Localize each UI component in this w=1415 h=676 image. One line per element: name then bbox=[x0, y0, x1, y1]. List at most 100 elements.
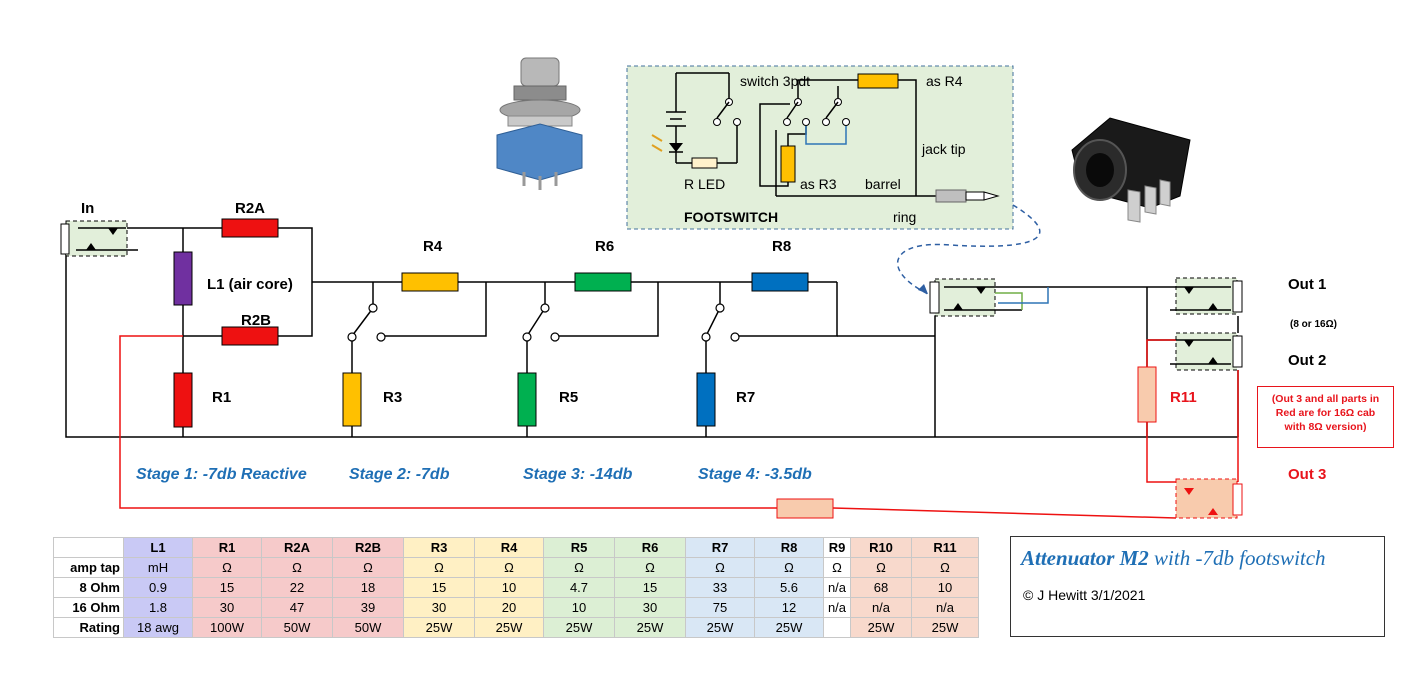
table-header-corner bbox=[53, 537, 124, 558]
table-header-cell: R4 bbox=[474, 537, 544, 558]
table-header-cell: R10 bbox=[850, 537, 912, 558]
stage-1-label: Stage 1: -7db Reactive bbox=[136, 466, 307, 483]
r-led-label: R LED bbox=[684, 176, 725, 192]
red-parts-note: (Out 3 and all parts in Red are for 16Ω … bbox=[1257, 386, 1394, 448]
stage-3-label: Stage 3: -14db bbox=[523, 466, 633, 483]
jack-tip-label: jack tip bbox=[921, 141, 966, 157]
r6-label: R6 bbox=[595, 238, 614, 255]
out2-label: Out 2 bbox=[1288, 352, 1326, 369]
as-r3-label: as R3 bbox=[800, 176, 837, 192]
table-cell: 10 bbox=[911, 577, 979, 598]
table-header-cell: R9 bbox=[823, 537, 851, 558]
schematic-wires bbox=[65, 227, 1239, 438]
table-cell: Ω bbox=[850, 557, 912, 578]
footswitch-panel bbox=[626, 65, 1014, 230]
table-cell: 75 bbox=[685, 597, 755, 618]
table-cell: n/a bbox=[823, 577, 851, 598]
stage-2-label: Stage 2: -7db bbox=[349, 466, 450, 483]
table-header-cell: R7 bbox=[685, 537, 755, 558]
ring-label: ring bbox=[893, 209, 916, 225]
out1-sub-label: (8 or 16Ω) bbox=[1290, 319, 1337, 330]
barrel-label: barrel bbox=[865, 176, 901, 192]
table-cell: 50W bbox=[332, 617, 404, 638]
switch-3pdt-label: switch 3pdt bbox=[740, 73, 810, 89]
r4-label: R4 bbox=[423, 238, 443, 255]
table-cell: 25W bbox=[911, 617, 979, 638]
table-cell: Ω bbox=[474, 557, 544, 578]
r10-resistor bbox=[776, 498, 834, 519]
out3-jack bbox=[1175, 478, 1243, 519]
table-cell: n/a bbox=[911, 597, 979, 618]
as-r3-resistor bbox=[780, 145, 796, 183]
table-cell: Ω bbox=[332, 557, 404, 578]
led-resistor bbox=[691, 157, 718, 169]
r7-label: R7 bbox=[736, 389, 755, 406]
table-cell: 12 bbox=[754, 597, 824, 618]
table-cell: Ω bbox=[261, 557, 333, 578]
stage-4-label: Stage 4: -3.5db bbox=[698, 466, 812, 483]
footswitch-title: FOOTSWITCH bbox=[684, 209, 778, 225]
credit: © J Hewitt 3/1/2021 bbox=[1023, 587, 1146, 603]
out1-label: Out 1 bbox=[1288, 276, 1326, 293]
table-cell: 4.7 bbox=[543, 577, 615, 598]
r6-resistor bbox=[574, 272, 632, 292]
in-label: In bbox=[81, 200, 94, 217]
table-row-label: amp tap bbox=[53, 557, 124, 578]
table-cell: 25W bbox=[754, 617, 824, 638]
table-cell: 18 awg bbox=[123, 617, 193, 638]
table-cell: Ω bbox=[192, 557, 262, 578]
table-cell: 30 bbox=[192, 597, 262, 618]
table-cell: 18 bbox=[332, 577, 404, 598]
out2-jack bbox=[1170, 332, 1243, 371]
table-cell: 15 bbox=[614, 577, 686, 598]
table-cell: 68 bbox=[850, 577, 912, 598]
table-cell: Ω bbox=[614, 557, 686, 578]
r1-label: R1 bbox=[212, 389, 231, 406]
table-header-cell: R2A bbox=[261, 537, 333, 558]
footswitch-link-curve bbox=[897, 204, 1041, 295]
table-header-cell: L1 bbox=[123, 537, 193, 558]
table-cell: 10 bbox=[543, 597, 615, 618]
table-cell: 25W bbox=[685, 617, 755, 638]
input-jack bbox=[60, 220, 138, 257]
table-cell: 30 bbox=[403, 597, 475, 618]
table-header-cell: R1 bbox=[192, 537, 262, 558]
table-cell: 5.6 bbox=[754, 577, 824, 598]
table-cell: mH bbox=[123, 557, 193, 578]
r4-resistor bbox=[401, 272, 459, 292]
table-cell: 25W bbox=[474, 617, 544, 638]
table-cell: n/a bbox=[823, 597, 851, 618]
table-cell: 100W bbox=[192, 617, 262, 638]
r8-label: R8 bbox=[772, 238, 791, 255]
table-row-label: Rating bbox=[53, 617, 124, 638]
table-cell bbox=[823, 617, 851, 638]
table-cell: 22 bbox=[261, 577, 333, 598]
r11-resistor bbox=[1137, 366, 1157, 423]
r2a-resistor bbox=[221, 218, 279, 238]
table-row-label: 8 Ohm bbox=[53, 577, 124, 598]
table-cell: Ω bbox=[754, 557, 824, 578]
table-cell: Ω bbox=[543, 557, 615, 578]
table-cell: Ω bbox=[911, 557, 979, 578]
table-cell: 47 bbox=[261, 597, 333, 618]
r5-label: R5 bbox=[559, 389, 578, 406]
title: Attenuator M2 with -7db footswitch bbox=[1021, 546, 1326, 571]
table-cell: 0.9 bbox=[123, 577, 193, 598]
jack-plug-icon bbox=[935, 189, 967, 203]
led-icon bbox=[669, 143, 683, 152]
r2b-resistor bbox=[221, 326, 279, 346]
table-header-cell: R5 bbox=[543, 537, 615, 558]
title-main: Attenuator M2 bbox=[1021, 546, 1149, 570]
title-box: Attenuator M2 with -7db footswitch © J H… bbox=[1010, 536, 1385, 637]
table-cell: 15 bbox=[192, 577, 262, 598]
table-cell: 25W bbox=[850, 617, 912, 638]
r7-resistor bbox=[696, 372, 716, 427]
table-cell: 33 bbox=[685, 577, 755, 598]
l1-label: L1 (air core) bbox=[207, 276, 293, 293]
table-header-cell: R3 bbox=[403, 537, 475, 558]
r2b-label: R2B bbox=[241, 312, 271, 329]
table-cell: 30 bbox=[614, 597, 686, 618]
